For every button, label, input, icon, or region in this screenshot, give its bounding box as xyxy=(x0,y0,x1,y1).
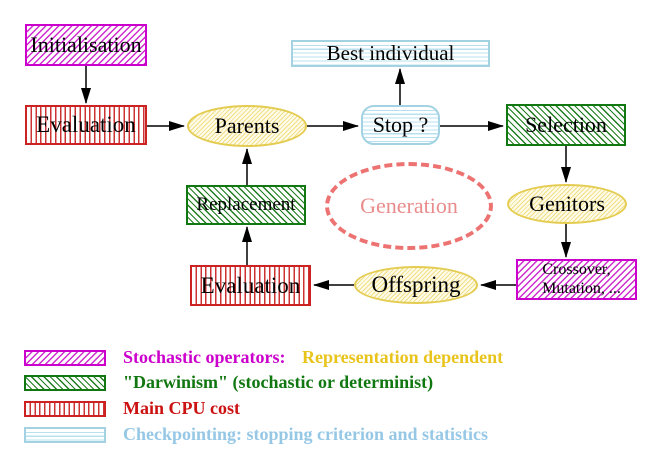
legend-checkpointing-text: Checkpointing: stopping criterion and st… xyxy=(123,424,489,444)
node-stop: Stop ? xyxy=(361,105,440,145)
node-genitors: Genitors xyxy=(507,184,627,224)
crossover-label-line2: Mutation, ... xyxy=(542,279,621,297)
legend-swatch-magenta-hatch xyxy=(24,349,106,366)
node-best-individual: Best individual xyxy=(291,40,490,67)
generation-loop-ellipse: Generation xyxy=(325,162,493,250)
legend-swatch-cyan-stripes xyxy=(24,426,106,443)
legend-stochastic-operators-text: Stochastic operators: xyxy=(123,347,286,367)
legend-swatch-red-stripes xyxy=(24,400,106,417)
node-crossover-mutation: Crossover, Mutation, ... xyxy=(516,259,637,300)
node-replacement: Replacement xyxy=(186,185,306,225)
node-evaluation-bottom: Evaluation xyxy=(190,265,311,306)
legend-darwinism-text: "Darwinism" (stochastic or determinist) xyxy=(123,372,434,392)
legend-cpu-cost-text: Main CPU cost xyxy=(123,398,240,418)
legend-row-darwinism: "Darwinism" (stochastic or determinist) xyxy=(24,372,433,393)
node-offspring: Offspring xyxy=(354,266,478,304)
node-selection: Selection xyxy=(506,104,626,146)
legend-label-stochastic: Stochastic operators: Representation dep… xyxy=(123,347,503,368)
legend-representation-dependent-text: Representation dependent xyxy=(301,347,504,367)
crossover-label-line1: Crossover, xyxy=(542,261,611,279)
legend-row-checkpointing: Checkpointing: stopping criterion and st… xyxy=(24,424,488,445)
node-parents: Parents xyxy=(187,105,307,147)
legend-row-cpu-cost: Main CPU cost xyxy=(24,398,240,419)
legend-swatch-green-hatch xyxy=(24,374,106,391)
node-initialisation: Initialisation xyxy=(25,24,147,66)
legend-row-stochastic: Stochastic operators: Representation dep… xyxy=(24,347,503,368)
node-evaluation-top: Evaluation xyxy=(25,105,147,145)
